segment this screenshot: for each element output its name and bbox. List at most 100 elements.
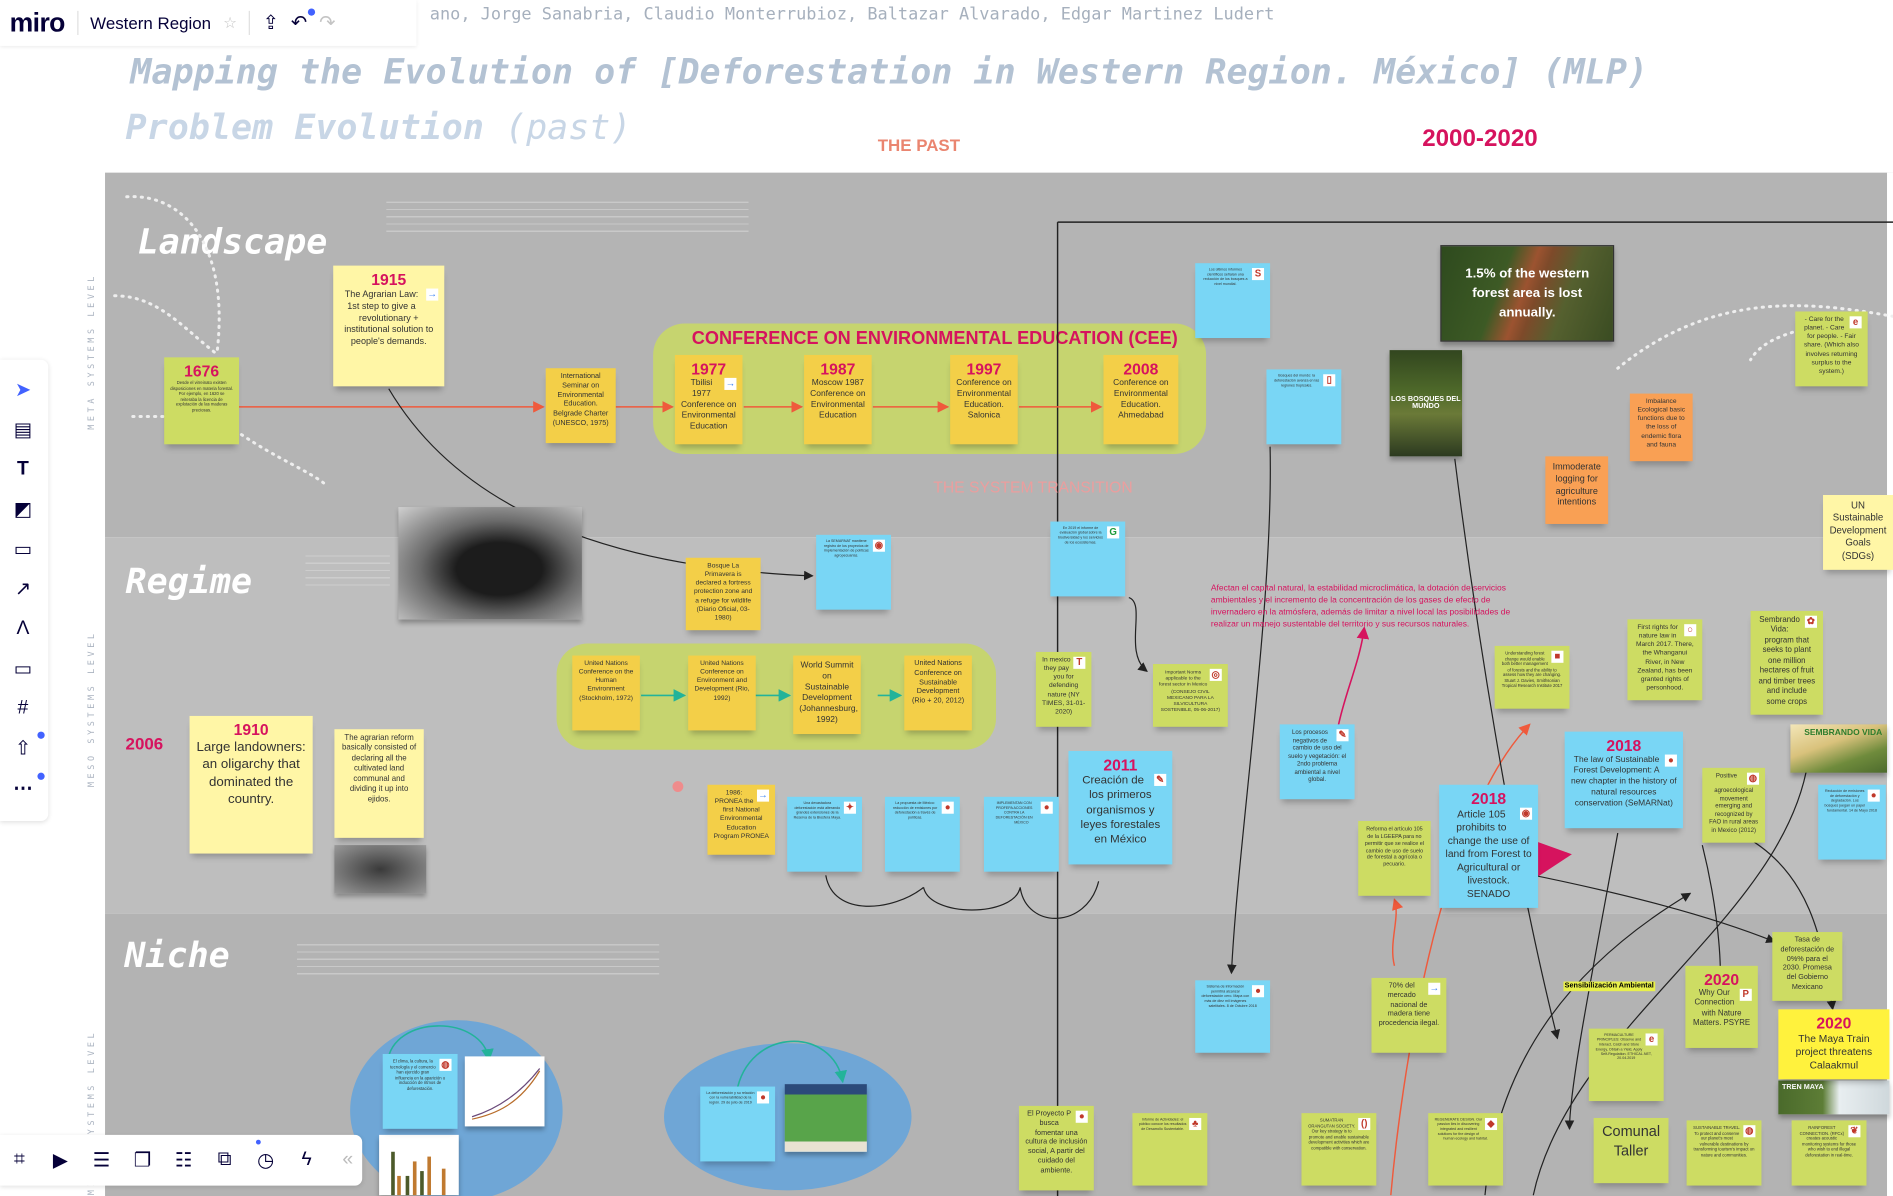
note-link-icon[interactable]: ❦ — [1848, 1125, 1861, 1138]
note-link-icon[interactable]: ◉ — [1519, 807, 1533, 820]
collapse-icon[interactable]: « — [342, 1149, 354, 1170]
sticky-note-care[interactable]: e- Care for the planet. - Care for peopl… — [1795, 311, 1868, 387]
sticky-note-primavera[interactable]: Bosque La Primavera is declared a fortre… — [685, 557, 761, 631]
undo-icon[interactable]: ↶ — [290, 13, 308, 34]
bar-chart-image[interactable] — [379, 1134, 459, 1196]
sticky-note-niche2[interactable]: ●La deforestación y su relación con la v… — [700, 1086, 776, 1162]
note-link-icon[interactable]: ♣ — [1189, 1117, 1202, 1131]
note-link-icon[interactable]: ✎ — [1336, 729, 1349, 742]
star-icon[interactable]: ☆ — [223, 13, 238, 32]
sticky-note-sembrando[interactable]: ✿Sembrando Vida: program that seeks to p… — [1750, 610, 1824, 715]
present-icon[interactable]: ▶ — [52, 1150, 68, 1172]
note-link-icon[interactable]: ◍ — [439, 1058, 452, 1071]
sticky-note-regenerate[interactable]: ◆REGENERATE DESIGN. Our passion lies in … — [1428, 1113, 1504, 1186]
sticky-note-niche1[interactable]: ◍El clima, la cultura, la tecnología y e… — [382, 1053, 458, 1129]
note-link-icon[interactable]: ◍ — [1743, 1125, 1756, 1138]
sticky-note-informe[interactable]: ♣Informe de Actividades: el público cono… — [1132, 1113, 1208, 1186]
miro-logo[interactable]: miro — [9, 7, 66, 38]
sticky-note-stockholm[interactable]: United Nations Conference on the Human E… — [572, 655, 640, 731]
templates-tool-icon[interactable]: ▤ — [13, 420, 33, 441]
sticky-note-agrarian[interactable]: The agrarian reform basically consisted … — [334, 729, 424, 838]
sticky-note-2011[interactable]: 2011✎Creación de los primeros organismos… — [1068, 750, 1173, 865]
note-link-icon[interactable]: ● — [1664, 754, 1677, 767]
sticky-note-rainforest[interactable]: ❦RAINFOREST CONNECTION. (RFCx) creates a… — [1791, 1120, 1867, 1186]
note-link-icon[interactable]: ● — [1251, 985, 1265, 998]
share-screen-icon[interactable]: ⧉ — [217, 1149, 232, 1170]
sticky-note-blue3[interactable]: ✦Una devastadora deforestación está alte… — [787, 796, 863, 872]
redo-icon[interactable]: ↷ — [319, 13, 336, 34]
sticky-note-1915[interactable]: 1915→The Agrarian Law: 1st step to give … — [333, 265, 445, 387]
sticky-note-reforma[interactable]: Reforma el artículo 105 de la LGEEPA par… — [1358, 820, 1431, 896]
frame-tool-icon[interactable]: # — [17, 697, 29, 719]
note-link-icon[interactable]: ● — [1040, 801, 1053, 814]
note-link-icon[interactable]: S — [1251, 268, 1265, 281]
notes-icon[interactable]: ☰ — [92, 1150, 111, 1172]
note-link-icon[interactable]: → — [426, 288, 439, 301]
sembrando-vida-image[interactable]: SEMBRANDO VIDA — [1790, 724, 1888, 773]
select-tool-icon[interactable]: ➤ — [14, 380, 32, 401]
arrow-tool-icon[interactable]: ↗ — [14, 579, 32, 601]
sticky-note-imbalance[interactable]: Imbalance Ecological basic functions due… — [1629, 393, 1693, 462]
sticky-note-rights[interactable]: ○First rights for nature law in March 20… — [1627, 619, 1703, 701]
sticky-note-proyecto[interactable]: ●El Proyecto P busca fomentar una cultur… — [1018, 1105, 1094, 1191]
comment-tool-icon[interactable]: ▭ — [13, 659, 33, 680]
note-link-icon[interactable]: ◆ — [1484, 1117, 1498, 1131]
note-link-icon[interactable]: e — [1645, 1033, 1658, 1046]
note-link-icon[interactable]: ▯ — [1323, 374, 1336, 387]
sticky-note-2018b[interactable]: 2018●The law of Sustainable Forest Devel… — [1564, 731, 1683, 829]
export-icon[interactable]: ⇪ — [262, 13, 279, 34]
sticky-note-comunal[interactable]: Comunal Taller — [1593, 1117, 1669, 1184]
sticky-note-rio[interactable]: United Nations Conference on Environment… — [688, 655, 756, 731]
sticky-note-blue5[interactable]: ●IMPLEMENTAN CON PROFEPA ACCIONES CONTRA… — [983, 796, 1059, 872]
sticky-note-blue6[interactable]: ●Reducción de emisiones de deforestación… — [1818, 784, 1886, 860]
sticky-note-procesos[interactable]: ✎Los procesos negativos de cambio de uso… — [1279, 724, 1355, 800]
sticky-note-1977[interactable]: 1977→Tbilisi 1977 Conference on Environm… — [674, 354, 743, 445]
sticky-note-sdg[interactable]: UN Sustainable Development Goals (SDGs) — [1823, 494, 1893, 570]
sticky-note-joburg[interactable]: World Summit on Sustainable Development … — [793, 655, 861, 734]
note-link-icon[interactable]: → — [756, 789, 770, 802]
cards-icon[interactable]: ❐ — [133, 1150, 152, 1172]
deforestation-chart-image[interactable] — [464, 1056, 545, 1127]
sticky-note-rio20[interactable]: United Nations Conference on Sustainable… — [904, 655, 972, 731]
sticky-note-logging[interactable]: Immoderate logging for agriculture inten… — [1545, 456, 1609, 524]
note-link-icon[interactable]: ■ — [1551, 650, 1564, 663]
infographic-image[interactable] — [784, 1084, 867, 1152]
sticky-note-blue2[interactable]: ▯Bosques del mundo: la deforestación ava… — [1266, 369, 1342, 445]
list-icon[interactable]: ☷ — [174, 1150, 193, 1172]
note-link-icon[interactable]: G — [1107, 526, 1120, 539]
sticky-note-belgrade[interactable]: International Seminar on Environmental E… — [545, 368, 616, 444]
sticky-note-tool-icon[interactable]: ◩ — [13, 499, 33, 521]
note-link-icon[interactable]: ○ — [1684, 624, 1697, 637]
sticky-note-madera[interactable]: →70% del mercado nacional de madera tien… — [1371, 977, 1447, 1053]
note-link-icon[interactable]: ◉ — [872, 539, 885, 552]
actions-icon[interactable]: ϟ — [301, 1149, 312, 1170]
note-link-icon[interactable]: → — [1428, 982, 1441, 995]
note-link-icon[interactable]: P — [1739, 988, 1752, 1001]
sticky-note-sistema[interactable]: ●Sistema de información permitirá alcanz… — [1195, 980, 1271, 1053]
sticky-note-tasa[interactable]: Tasa de deforestación de 0%% para el 203… — [1772, 932, 1843, 1001]
tren-maya-image[interactable]: TREN MAYA — [1778, 1080, 1890, 1115]
sticky-note-pronea[interactable]: →1986: PRONEA the first National Environ… — [707, 784, 776, 855]
note-link-icon[interactable]: ◎ — [1209, 668, 1222, 681]
timer-icon[interactable]: ◷ — [257, 1150, 275, 1172]
more-tools-icon[interactable]: ⋯ — [13, 778, 33, 800]
agrarian-photo[interactable] — [334, 845, 427, 894]
train-photo[interactable] — [398, 507, 582, 620]
note-link-icon[interactable]: ✦ — [843, 801, 856, 814]
note-link-icon[interactable]: ● — [1075, 1110, 1088, 1123]
sticky-note-agroeco[interactable]: ◍Positive agroecological movement emergi… — [1702, 767, 1766, 843]
sticky-note-2018a[interactable]: 2018◉Article 105 prohibits to change the… — [1439, 784, 1539, 909]
note-link-icon[interactable]: ● — [1867, 789, 1880, 802]
frames-icon[interactable]: ⌗ — [13, 1149, 25, 1170]
note-link-icon[interactable]: ✎ — [1154, 773, 1167, 786]
note-link-icon[interactable]: ● — [756, 1091, 770, 1104]
